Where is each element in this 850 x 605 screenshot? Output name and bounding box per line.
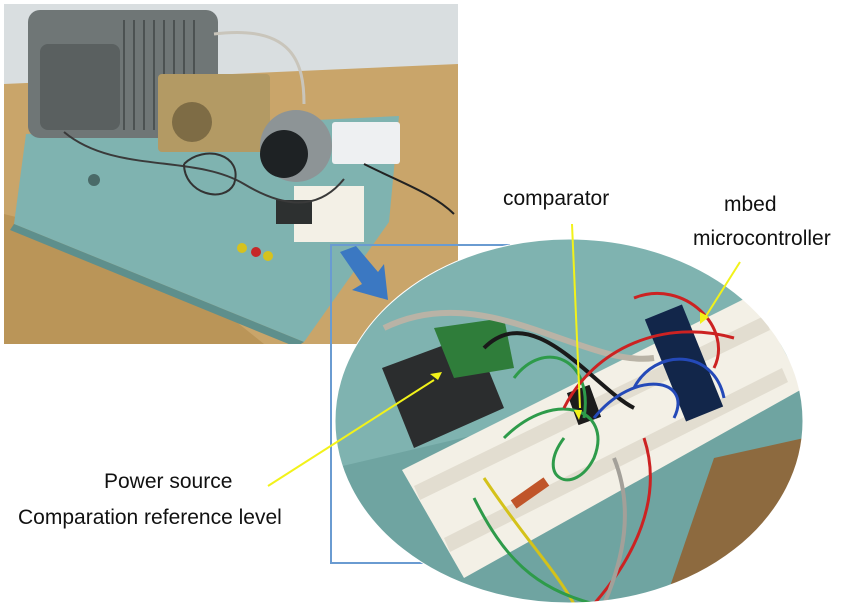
test-bench-photo <box>4 4 458 344</box>
breadboard-closeup-photo <box>334 238 804 604</box>
mbed-label-line2: microcontroller <box>693 227 831 250</box>
comparator-label: comparator <box>503 187 610 210</box>
power-source-label-line1: Power source <box>104 470 233 493</box>
power-source-label-line2: Comparation reference level <box>18 506 282 529</box>
mbed-label-line1: mbed <box>724 193 777 216</box>
